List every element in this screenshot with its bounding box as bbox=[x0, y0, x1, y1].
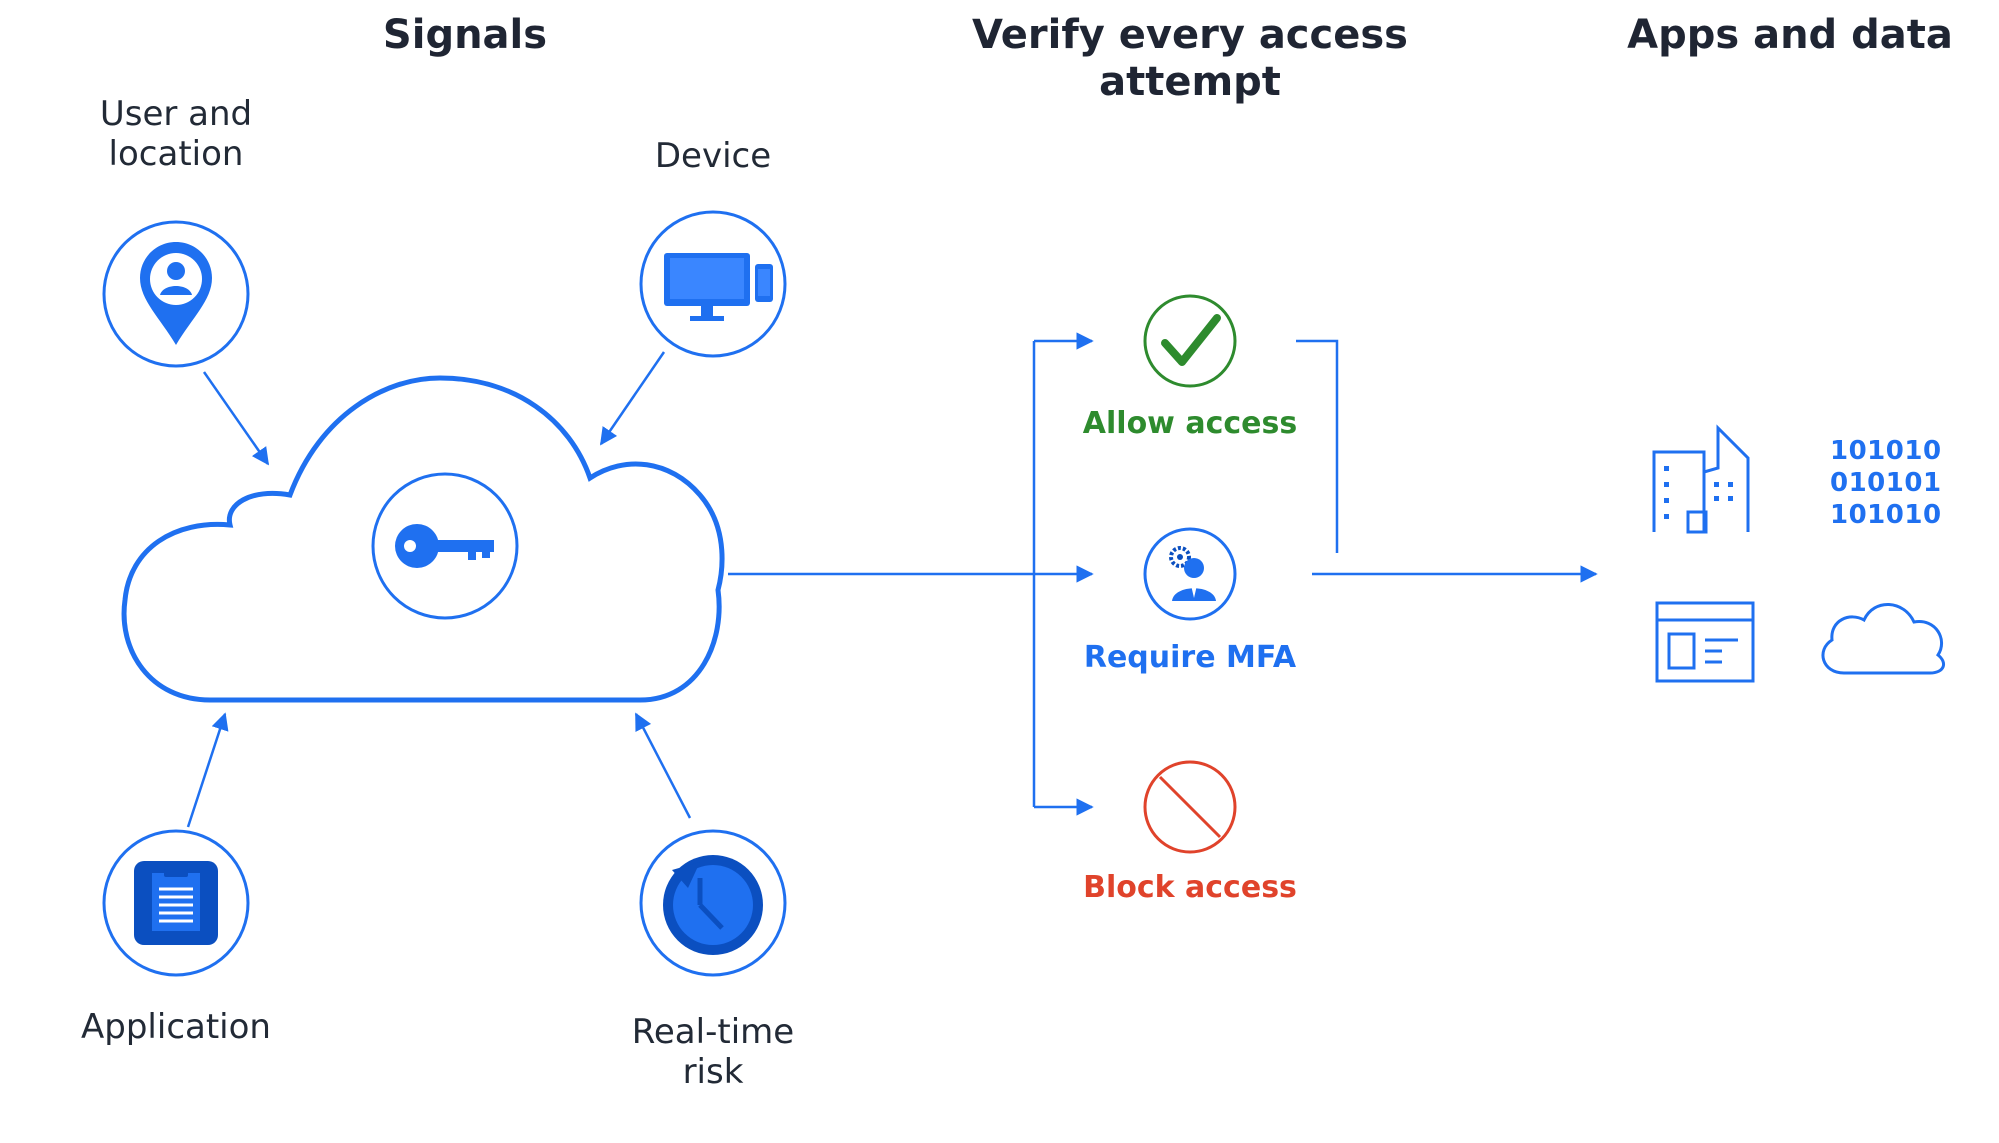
block-access-label: Block access bbox=[1083, 870, 1297, 905]
allow-to-apps-connector bbox=[1296, 339, 1339, 553]
decision-connectors bbox=[728, 332, 1598, 816]
allow-access-label: Allow access bbox=[1082, 406, 1298, 441]
cloud-storage-icon bbox=[1821, 603, 1946, 675]
binary-line-2: 010101 bbox=[1830, 468, 1942, 498]
binary-line-3: 101010 bbox=[1830, 500, 1942, 530]
block-icon bbox=[1143, 760, 1237, 854]
apps-data-heading: Apps and data bbox=[1627, 12, 1953, 58]
signals-heading: Signals bbox=[382, 12, 548, 58]
device-icon bbox=[639, 210, 787, 358]
application-icon bbox=[102, 829, 250, 977]
device-label: Device bbox=[654, 136, 772, 176]
arrow-risk-to-cloud bbox=[634, 712, 692, 819]
arrow-user-to-cloud bbox=[202, 371, 270, 466]
binary-line-1: 101010 bbox=[1830, 436, 1942, 466]
user-location-icon bbox=[102, 220, 250, 368]
application-label: Application bbox=[81, 1007, 271, 1047]
realtime-risk-label: Real-time risk bbox=[631, 1012, 795, 1093]
signal-arrows bbox=[186, 351, 692, 828]
require-mfa-label: Require MFA bbox=[1083, 640, 1297, 675]
arrow-application-to-cloud bbox=[186, 712, 229, 828]
binary-data-icon: 101010 010101 101010 bbox=[1830, 435, 1942, 531]
verify-heading: Verify every access attempt bbox=[972, 12, 1408, 106]
key-icon bbox=[371, 472, 519, 620]
mfa-user-gear-icon bbox=[1143, 527, 1237, 621]
clock-risk-icon bbox=[639, 829, 787, 977]
app-window-icon bbox=[1655, 601, 1755, 683]
check-icon bbox=[1143, 294, 1237, 388]
user-location-label: User and location bbox=[99, 94, 253, 175]
building-icon bbox=[1652, 424, 1750, 534]
arrow-device-to-cloud bbox=[599, 351, 666, 446]
